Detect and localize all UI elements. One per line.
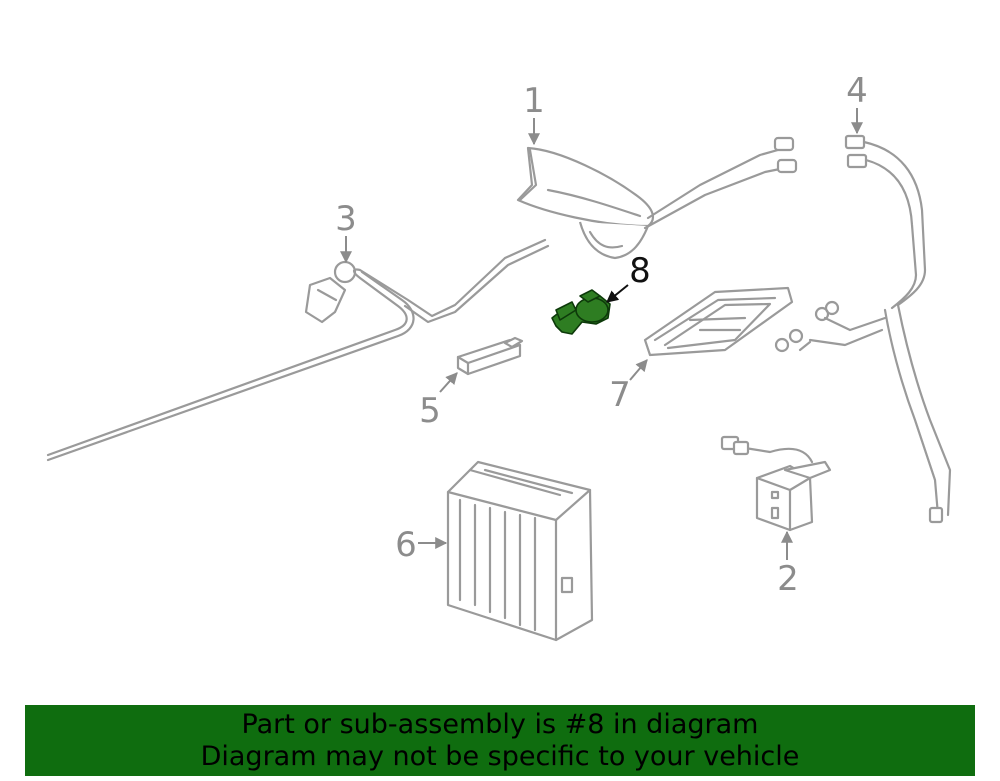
arrow-5 — [439, 372, 458, 393]
part-3-antenna-cable — [46, 238, 550, 462]
callout-arrows — [340, 108, 863, 560]
info-banner: Part or sub-assembly is #8 in diagram Di… — [25, 705, 975, 776]
callout-6: 6 — [395, 525, 417, 565]
callout-1: 1 — [523, 81, 545, 121]
part-5-module — [456, 336, 524, 376]
callout-2: 2 — [777, 559, 799, 599]
arrow-8 — [606, 284, 629, 303]
part-2-sensor — [720, 435, 832, 532]
callout-3: 3 — [335, 199, 357, 239]
banner-line-2: Diagram may not be specific to your vehi… — [200, 740, 800, 772]
banner-line-1: Part or sub-assembly is #8 in diagram — [241, 708, 759, 740]
callout-8: 8 — [629, 251, 651, 291]
arrow-7 — [629, 359, 648, 381]
part-1-shark-fin-antenna — [516, 136, 798, 260]
parts-diagram: 1 2 3 4 5 6 7 8 — [46, 71, 952, 642]
part-4-wiring-harness — [774, 134, 952, 524]
callout-7: 7 — [609, 375, 631, 415]
part-8-clip-highlighted — [551, 289, 611, 335]
callout-4: 4 — [846, 71, 868, 111]
part-7-bracket — [643, 286, 794, 357]
callout-5: 5 — [419, 391, 441, 431]
part-6-control-module — [446, 460, 594, 642]
